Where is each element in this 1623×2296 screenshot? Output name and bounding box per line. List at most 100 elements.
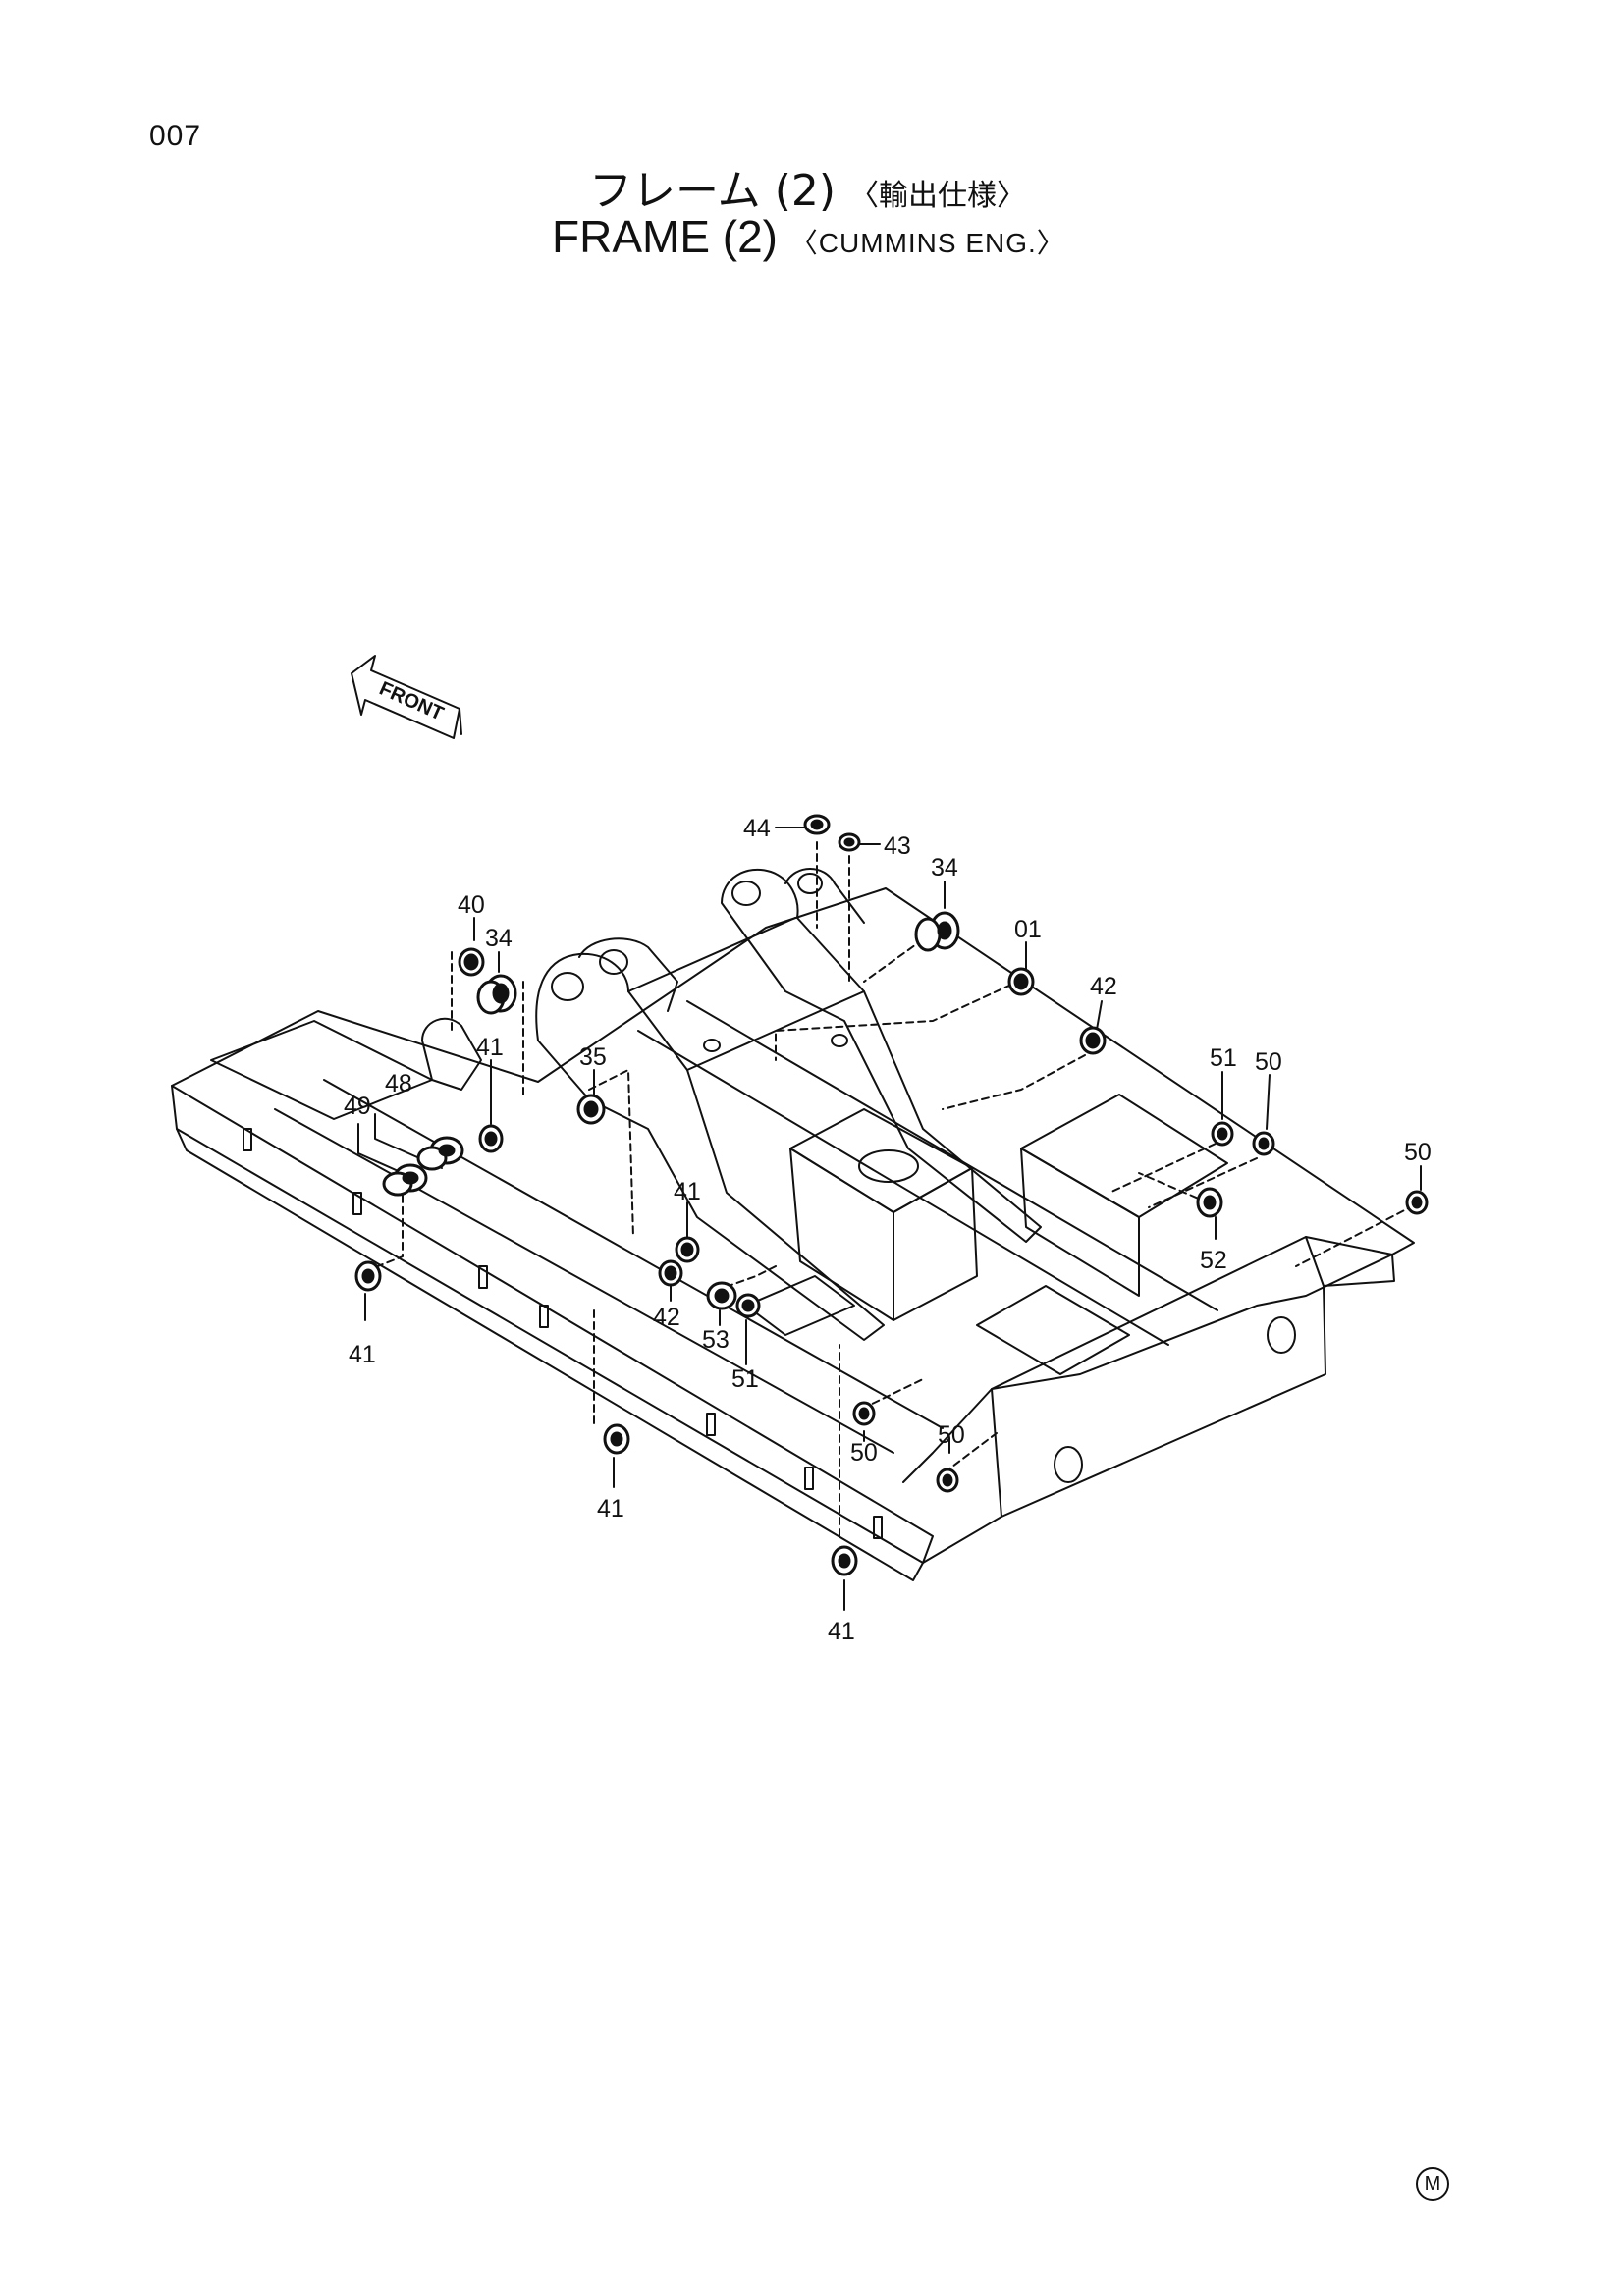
part-34-bushing-left <box>476 974 517 1015</box>
inner-rail-2 <box>323 1079 944 1429</box>
bracket-left-plate <box>535 952 885 1341</box>
frame-right-plate <box>991 1236 1326 1518</box>
part-50-bushing <box>1252 1131 1275 1156</box>
callout-50-low: 50 <box>850 1439 878 1467</box>
wall-slot-2 <box>352 1192 362 1215</box>
bracket-mid-plate <box>578 937 678 1012</box>
part-51-bushing-mid <box>735 1293 761 1318</box>
callout-48: 48 <box>385 1070 412 1097</box>
title-en-subtitle: 〈CUMMINS ENG.〉 <box>789 228 1065 258</box>
callout-34-top: 34 <box>931 854 958 881</box>
front-arrow-depth <box>459 708 462 735</box>
frame-left-wall-bottom <box>176 1128 924 1581</box>
bracket-mid-pin-hole <box>599 949 628 975</box>
callout-41-mid: 41 <box>674 1178 701 1205</box>
floor-opening-1 <box>976 1285 1130 1375</box>
leader-01 <box>775 984 1012 1061</box>
wall-slot-6 <box>804 1467 814 1490</box>
part-42-bushing-mid <box>658 1259 683 1287</box>
swing-box-side <box>893 1167 978 1321</box>
callout-34-left: 34 <box>485 925 513 952</box>
part-34-bushing <box>914 911 960 952</box>
side-hole-4 <box>831 1034 848 1047</box>
solid-leaders <box>357 827 1422 1611</box>
callout-50-side: 50 <box>938 1421 965 1449</box>
leader-42a <box>942 1054 1086 1110</box>
title-jp-subtitle: 〈輸出仕様〉 <box>849 179 1027 213</box>
page-title-english: FRAME (2) 〈CUMMINS ENG.〉 <box>552 210 1065 263</box>
bracket-cross-beam <box>686 990 865 1071</box>
part-52-bushing <box>1196 1187 1223 1218</box>
callout-51-mid: 51 <box>731 1365 759 1393</box>
leader-50b <box>1295 1204 1415 1267</box>
inner-rail-1 <box>274 1108 894 1454</box>
wall-slot-4 <box>539 1305 549 1328</box>
leader-lines <box>364 841 1415 1537</box>
leader-52 <box>1138 1172 1209 1203</box>
front-arrow: FRONT <box>351 655 462 739</box>
wall-slot-5 <box>706 1413 716 1436</box>
title-jp-number: (2) <box>774 166 837 216</box>
wall-slot-3 <box>478 1265 488 1289</box>
bracket-back-pin-hole <box>797 873 823 894</box>
part-41-bushing-rear <box>831 1545 858 1576</box>
title-en-number: (2) <box>722 211 779 262</box>
boom-brackets <box>421 868 1042 1341</box>
part-49-shim <box>382 1163 428 1197</box>
bushings <box>354 814 1429 1576</box>
inner-rail-3 <box>637 1030 1169 1346</box>
callout-42-top: 42 <box>1090 973 1117 1000</box>
callout-42-mid: 42 <box>653 1304 680 1331</box>
side-hole-1 <box>1267 1316 1296 1354</box>
part-35-bushing <box>576 1094 606 1125</box>
callout-41-front: 41 <box>349 1341 376 1368</box>
leader-50a-tick <box>1266 1074 1271 1130</box>
leader-51a <box>1109 1143 1217 1194</box>
callout-49: 49 <box>344 1093 371 1120</box>
part-50-bushing-rear <box>1405 1190 1429 1215</box>
part-42-bushing <box>1079 1026 1107 1055</box>
callout-41-rear: 41 <box>828 1618 855 1645</box>
part-44-washer <box>803 814 831 835</box>
callout-41-low: 41 <box>597 1495 624 1522</box>
bracket-right-plate <box>721 868 1042 1243</box>
swing-box-top <box>789 1108 973 1213</box>
callout-52: 52 <box>1200 1247 1227 1274</box>
callout-41-upper: 41 <box>476 1034 504 1061</box>
cylinder-bracket <box>421 1017 482 1091</box>
part-50-bushing-side <box>936 1468 959 1493</box>
rear-chamber-front <box>1020 1148 1140 1297</box>
side-hole-3 <box>703 1039 721 1052</box>
swing-box-hole <box>858 1149 919 1183</box>
title-jp-text: フレーム <box>589 166 761 216</box>
callout-50-right: 50 <box>1255 1048 1282 1076</box>
front-arrow-shape <box>351 655 460 739</box>
page-mark: M <box>1416 2167 1449 2201</box>
leader-50c <box>861 1378 924 1410</box>
leader-49-bracket <box>357 1123 404 1174</box>
bracket-right-pin-hole <box>731 881 761 906</box>
callout-44: 44 <box>743 815 771 842</box>
callout-40: 40 <box>458 891 485 919</box>
part-40-washer <box>458 947 485 977</box>
part-48-shim <box>416 1136 464 1171</box>
part-43-washer <box>838 832 861 852</box>
side-hole-2 <box>1054 1446 1083 1483</box>
page-title-japanese: フレーム (2) 〈輸出仕様〉 <box>589 155 1026 218</box>
bracket-left-pin-hole <box>551 972 584 1001</box>
leader-50d <box>944 1432 998 1473</box>
callout-50-rear: 50 <box>1404 1139 1432 1166</box>
part-53-bushing <box>706 1281 737 1310</box>
wall-slot-1 <box>243 1128 252 1151</box>
leader-50a <box>1148 1157 1258 1208</box>
frame-right-plate-lower <box>922 1516 1002 1564</box>
wall-slot-7 <box>873 1516 883 1539</box>
callout-43: 43 <box>884 832 911 860</box>
rear-chamber <box>1020 1094 1228 1218</box>
part-41-bushing <box>478 1124 504 1153</box>
part-41-bushing-front <box>354 1260 382 1292</box>
title-en-text: FRAME <box>552 211 710 262</box>
bracket-top-rib <box>627 917 796 992</box>
part-41-bushing-mid <box>675 1236 700 1263</box>
